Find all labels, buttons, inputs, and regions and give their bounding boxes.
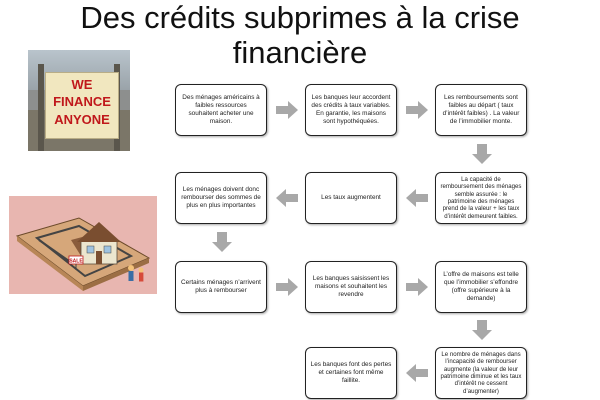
house-trap-drawing: SALE <box>9 196 157 294</box>
slide-title: Des crédits subprimes à la crise financi… <box>0 0 600 70</box>
arrow-down-icon <box>472 144 492 164</box>
flow-box-8: Les banques saisissent les maisons et so… <box>305 261 397 313</box>
sign-line-2: FINANCE <box>53 94 111 109</box>
flow-box-1: Des ménages américains à faibles ressour… <box>175 84 267 136</box>
arrow-right-icon <box>276 101 298 119</box>
title-line-1: Des crédits subprimes à la crise <box>80 0 520 35</box>
flow-box-6: Les ménages doivent donc rembourser des … <box>175 172 267 224</box>
flow-box-3: Les remboursements sont faibles au dépar… <box>435 84 527 136</box>
flow-box-11: Les banques font des pertes et certaines… <box>305 347 397 399</box>
finance-sign: WE FINANCE ANYONE <box>45 72 119 139</box>
arrow-right-icon <box>276 278 298 296</box>
arrow-left-icon <box>406 364 428 382</box>
arrow-right-icon <box>406 278 428 296</box>
flow-box-9: L’offre de maisons est telle que l’immob… <box>435 261 527 313</box>
flow-box-5: Les taux augmentent <box>305 172 397 224</box>
flow-box-4: La capacité de remboursement des ménages… <box>435 172 527 224</box>
arrow-left-icon <box>406 189 428 207</box>
we-finance-anyone-photo: WE FINANCE ANYONE <box>28 50 130 151</box>
house-trap-illustration: SALE <box>9 196 157 294</box>
arrow-down-icon <box>212 232 232 252</box>
arrow-left-icon <box>276 189 298 207</box>
arrow-down-icon <box>472 320 492 340</box>
flow-box-7: Certains ménages n’arrivent plus à rembo… <box>175 261 267 313</box>
arrow-right-icon <box>406 101 428 119</box>
flow-box-2: Les banques leur accordent des crédits à… <box>305 84 397 136</box>
title-line-2: financière <box>232 35 368 70</box>
flow-box-10: Le nombre de ménages dans l’incapacité d… <box>435 347 527 399</box>
sale-sign-label: SALE <box>69 259 83 265</box>
sign-line-3: ANYONE <box>54 112 110 127</box>
sign-line-1: WE <box>71 77 93 92</box>
